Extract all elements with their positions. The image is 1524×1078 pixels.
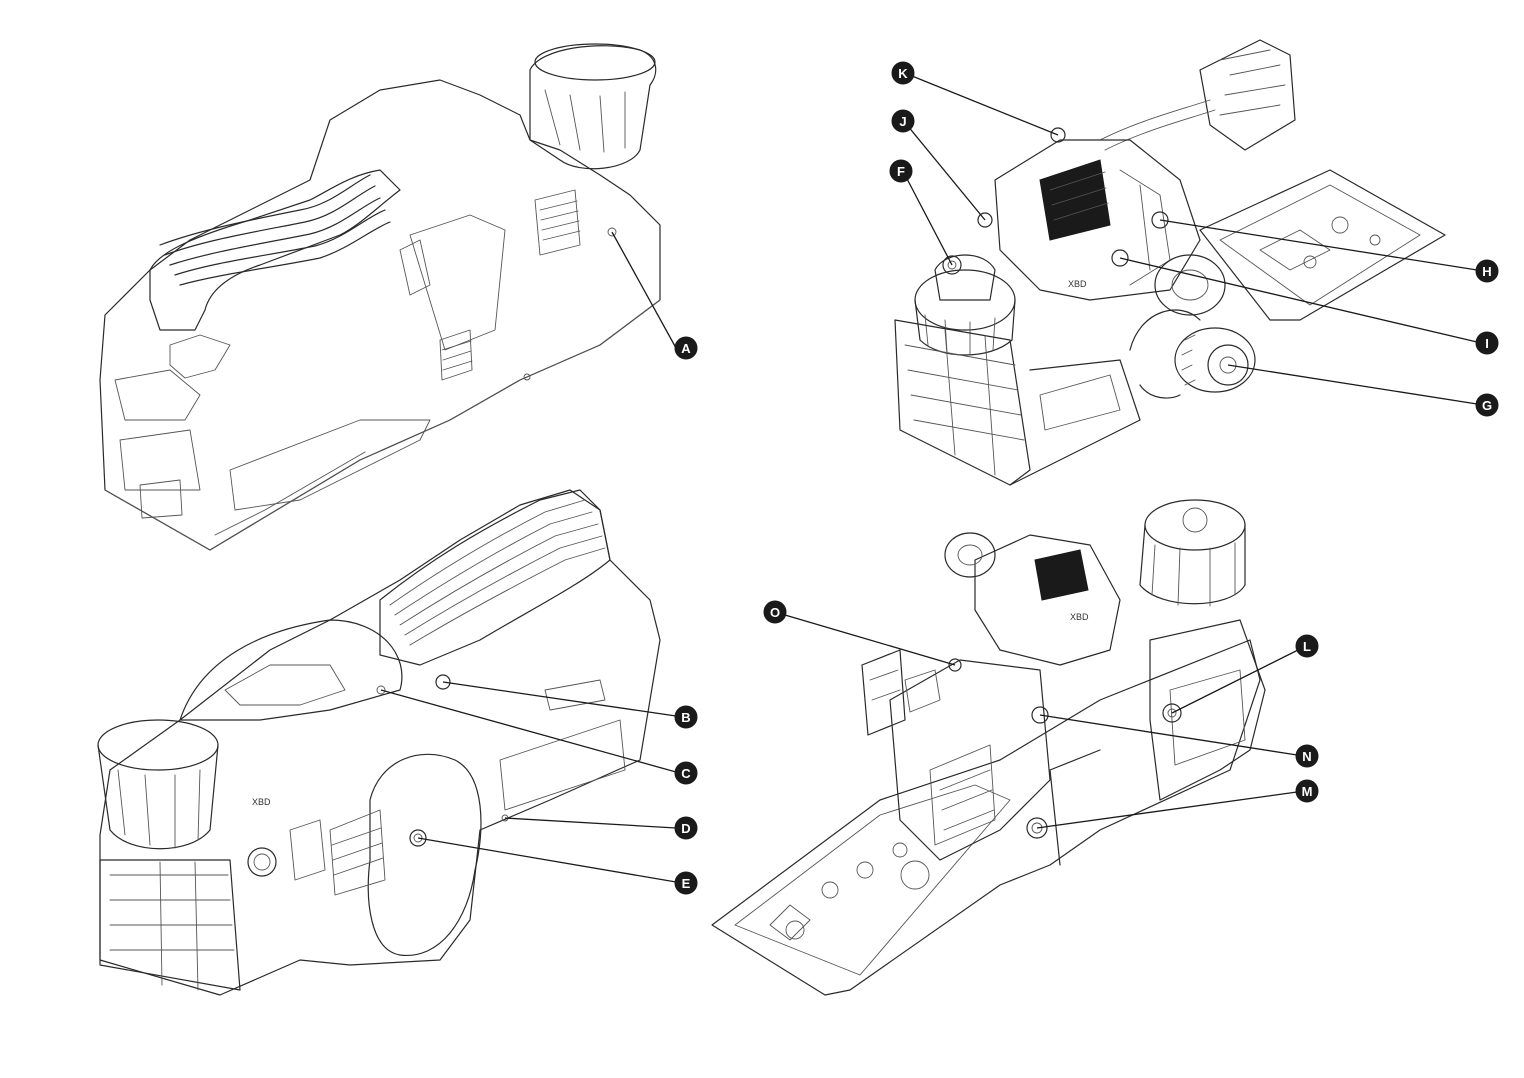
callout-I-marker bbox=[1475, 331, 1499, 355]
callout-A-label: A bbox=[681, 341, 691, 356]
callout-J-marker bbox=[891, 109, 915, 133]
callout-H-group: H bbox=[1159, 219, 1499, 283]
model-mark-2: XBD bbox=[1068, 279, 1087, 289]
callout-H-marker bbox=[1475, 259, 1499, 283]
assembly-view-bottom-right: XBD bbox=[711, 499, 1266, 996]
callout-K-marker bbox=[891, 61, 915, 85]
callout-G-group: G bbox=[1227, 364, 1499, 417]
callout-H-label: H bbox=[1482, 264, 1491, 279]
callout-N-label: N bbox=[1302, 749, 1311, 764]
callout-D-group: D bbox=[504, 816, 698, 840]
callout-A-marker bbox=[674, 336, 698, 360]
callout-O-label: O bbox=[770, 605, 780, 620]
assembly-view-top-right: XBD bbox=[894, 39, 1446, 486]
callout-B-label: B bbox=[681, 710, 690, 725]
callout-J-group: J bbox=[891, 109, 986, 221]
callout-M-label: M bbox=[1302, 784, 1313, 799]
callout-I-group: I bbox=[1119, 257, 1499, 355]
callout-I-label: I bbox=[1485, 336, 1489, 351]
callout-A-group: A bbox=[611, 231, 698, 360]
callout-G-marker bbox=[1475, 393, 1499, 417]
callout-G-label: G bbox=[1482, 398, 1492, 413]
callout-C-group: C bbox=[380, 689, 698, 785]
callout-O-group: O bbox=[763, 600, 956, 666]
callout-B-marker bbox=[674, 705, 698, 729]
callout-B-group: B bbox=[442, 681, 698, 729]
model-mark-3: XBD bbox=[1070, 612, 1089, 622]
callout-M-marker bbox=[1295, 779, 1319, 803]
planer-view-top-left bbox=[99, 43, 661, 551]
callout-C-marker bbox=[674, 761, 698, 785]
callout-L-label: L bbox=[1303, 639, 1311, 654]
model-mark-1: XBD bbox=[252, 797, 271, 807]
callout-O-marker bbox=[763, 600, 787, 624]
callout-F-group: F bbox=[889, 159, 953, 266]
callout-L-group: L bbox=[1171, 634, 1319, 714]
callout-D-label: D bbox=[681, 821, 690, 836]
callout-K-label: K bbox=[898, 66, 908, 81]
planer-view-bottom-left: XBD bbox=[97, 489, 661, 996]
callout-E-label: E bbox=[682, 876, 691, 891]
callout-F-label: F bbox=[897, 164, 905, 179]
callout-N-group: N bbox=[1039, 714, 1319, 768]
callout-D-marker bbox=[674, 816, 698, 840]
callout-K-group: K bbox=[891, 61, 1059, 136]
callout-L-marker bbox=[1295, 634, 1319, 658]
callout-J-label: J bbox=[899, 114, 906, 129]
callout-F-marker bbox=[889, 159, 913, 183]
callout-E-group: E bbox=[417, 837, 698, 895]
callout-M-group: M bbox=[1036, 779, 1319, 829]
callout-E-marker bbox=[674, 871, 698, 895]
callout-N-marker bbox=[1295, 744, 1319, 768]
callout-C-label: C bbox=[681, 766, 691, 781]
